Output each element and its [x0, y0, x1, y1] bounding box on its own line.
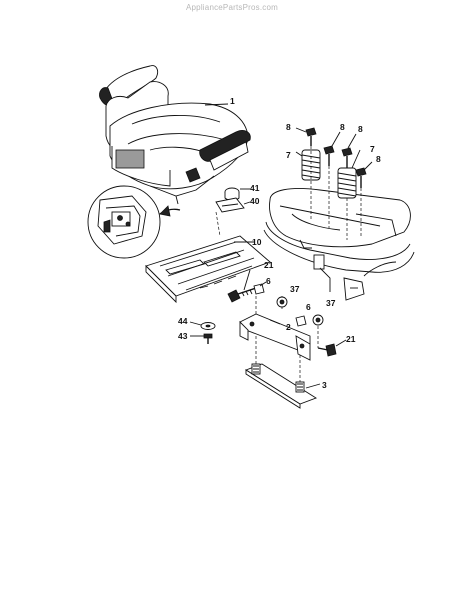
detail-inset — [87, 185, 181, 259]
callout-lower-plate: 3 — [322, 380, 327, 390]
callout-screw-d: 8 — [376, 154, 381, 164]
seat — [99, 65, 251, 205]
callout-labels: 1 2 3 21 21 6 6 37 37 7 7 8 8 8 8 10 41 … — [178, 96, 381, 390]
bolt-rear — [317, 339, 347, 357]
frame — [263, 188, 415, 301]
callout-spring-left: 7 — [286, 150, 291, 160]
callout-bolt-rear: 21 — [346, 334, 356, 344]
hinge-bracket — [239, 313, 311, 361]
callout-screw-b: 8 — [340, 122, 345, 132]
screw-43 — [190, 333, 213, 344]
callout-screw-c: 8 — [358, 124, 363, 134]
lower-plate — [244, 363, 321, 409]
washer-44 — [189, 321, 216, 330]
callout-spring-right: 7 — [370, 144, 375, 154]
callout-bolt-front: 21 — [264, 260, 274, 270]
callout-screw-a: 8 — [286, 122, 291, 132]
callout-screw-43: 43 — [178, 331, 188, 341]
callout-nut-left: 6 — [266, 276, 271, 286]
spring-right — [337, 149, 361, 199]
washer-right — [312, 314, 324, 326]
seat-pan — [145, 235, 271, 304]
callout-clip: 40 — [250, 196, 260, 206]
nut-left — [253, 281, 267, 295]
callout-washer-right: 37 — [326, 298, 336, 308]
spring-left — [295, 149, 321, 181]
callout-seat: 1 — [230, 96, 235, 106]
washer-left — [276, 296, 288, 308]
watermark: AppliancePartsPros.com — [186, 3, 278, 12]
nut-mid — [295, 315, 307, 327]
clip-and-bushing — [215, 187, 251, 213]
callout-bushing: 41 — [250, 183, 260, 193]
bolt-front — [227, 269, 257, 303]
callout-pan: 10 — [252, 237, 262, 247]
callout-washer-left: 37 — [290, 284, 300, 294]
callout-hinge-bracket: 2 — [286, 322, 291, 332]
screws — [295, 127, 373, 188]
callout-nut-mid: 6 — [306, 302, 311, 312]
callout-washer-44: 44 — [178, 316, 188, 326]
